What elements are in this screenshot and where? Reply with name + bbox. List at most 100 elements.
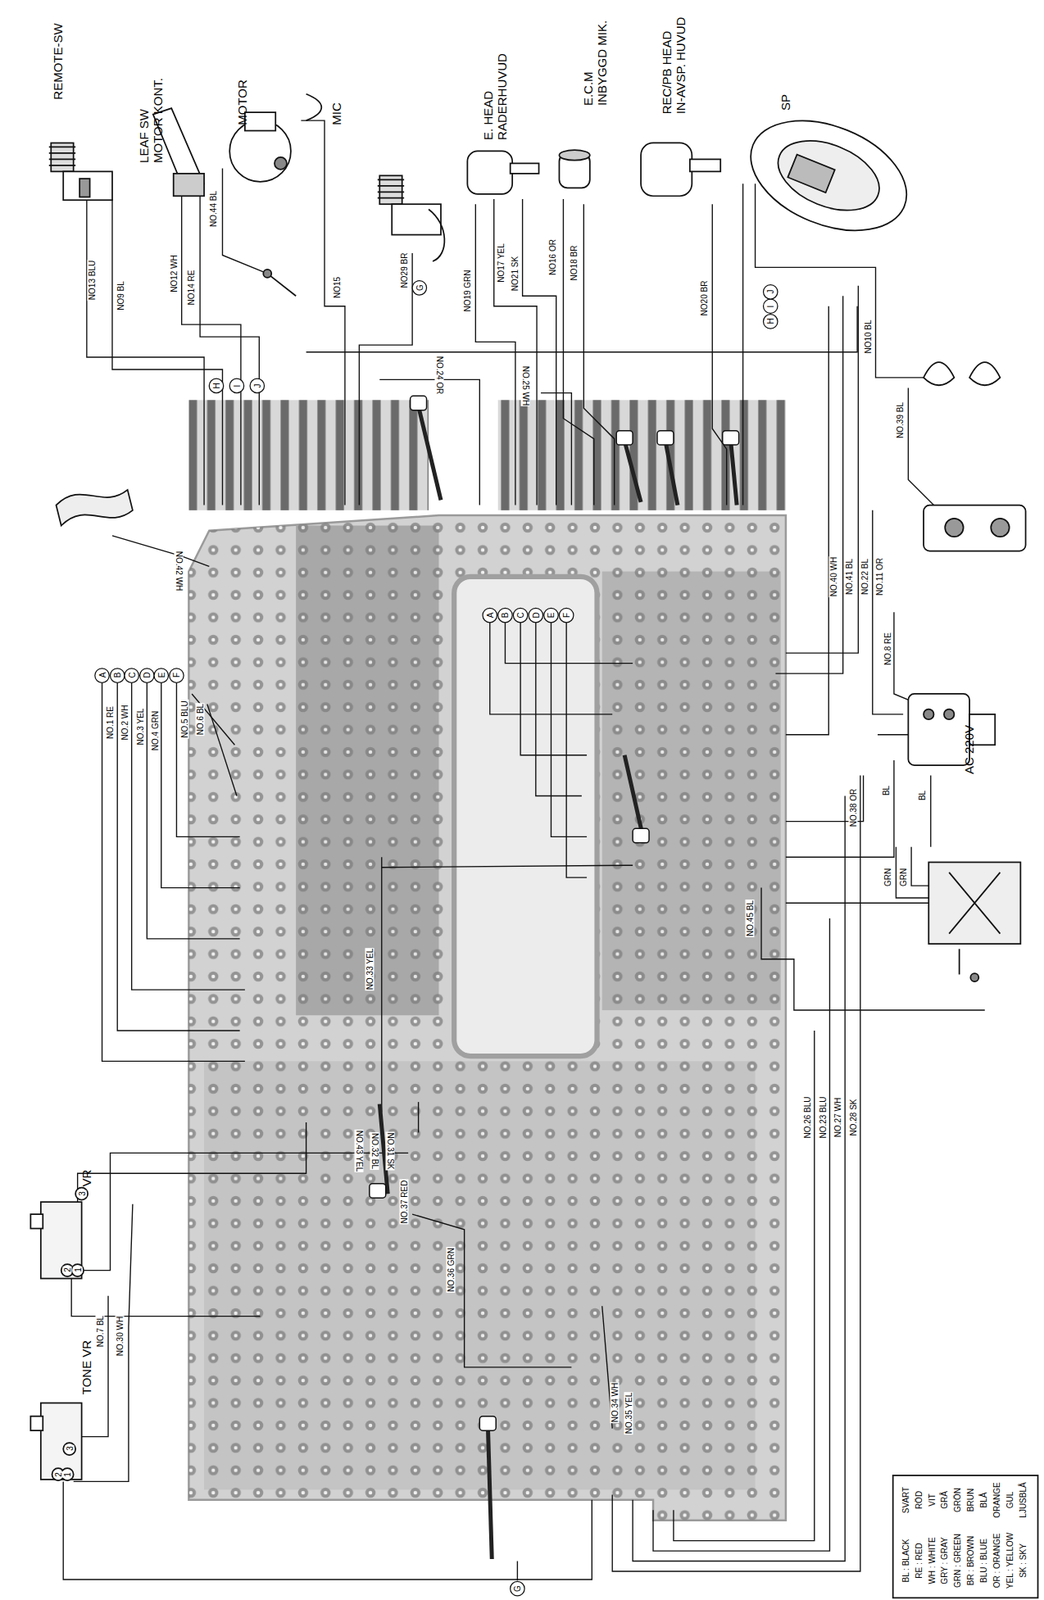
wire-label: NO.6 BL <box>195 703 205 736</box>
wire-label: NO.40 WH <box>829 555 839 597</box>
connector-letter: B <box>113 671 123 680</box>
label-text: REMOTE-SW <box>50 22 65 100</box>
label-text: REC/PB HEAD <box>659 16 674 114</box>
wire-label: NO.24 OR <box>434 355 444 396</box>
label-text: E. HEAD <box>481 53 495 141</box>
connector-letter: G <box>414 283 424 292</box>
connector-letter: A <box>485 612 495 620</box>
connector-letter: F <box>172 671 182 679</box>
pin-number: 2 <box>53 1471 63 1479</box>
label-text: IN-AVSP. HUVUD <box>673 16 688 114</box>
connector-letter: E <box>546 612 556 620</box>
pin-number: 3 <box>64 1446 74 1453</box>
legend-cell: YEL : YELLOW <box>1005 1532 1015 1590</box>
connector-letter: I <box>231 383 241 388</box>
wire-label: NO.26 BLU <box>803 1095 813 1140</box>
wire-label: NO.39 BL <box>895 401 905 440</box>
component-label: REC/PB HEADIN-AVSP. HUVUD <box>659 16 689 114</box>
wire-label: NO.25 WH <box>521 365 531 407</box>
component-label: SP <box>778 94 793 111</box>
wire-label: NO.7 BL <box>95 1315 105 1349</box>
wire-label: NO.34 WH <box>609 1382 619 1424</box>
label-text: RADERHUVUD <box>494 53 509 141</box>
legend-cell: LJUSBLÅ <box>1018 1481 1028 1519</box>
connector-letter: C <box>516 611 526 619</box>
letter-circles <box>95 281 778 1597</box>
wire-label: NO.33 YEL <box>364 948 374 991</box>
wire-label: NO.43 YEL <box>354 1130 364 1173</box>
pin-number: 1 <box>63 1471 73 1479</box>
connector-letter: D <box>531 611 541 619</box>
pcb <box>188 399 786 1521</box>
cable-sleeves <box>369 395 740 1431</box>
legend-cell: RE : RED <box>913 1543 923 1580</box>
wire-label: NO.3 YEL <box>135 707 145 746</box>
wire-label: NO.42 WH <box>173 550 183 592</box>
label-text: MOTOR <box>236 79 250 126</box>
wire-label: NO.28 SK <box>848 1098 858 1137</box>
component-label: VR <box>79 1170 94 1188</box>
legend-cell: BR : BROWN <box>966 1535 976 1588</box>
wire-label: NO.11 OR <box>875 557 885 597</box>
legend-cell: GRY : GRAY <box>939 1537 949 1586</box>
pin-number: 3 <box>77 1190 87 1198</box>
components <box>30 94 1038 1599</box>
wire-label: NO.5 BLU <box>180 699 190 740</box>
wire-label: NO.1 RE <box>105 705 115 740</box>
connector-letter: C <box>127 671 137 680</box>
legend-cell: ORANGE <box>992 1481 1002 1519</box>
wire-label: NO15 <box>331 276 341 300</box>
wire-label: NO.27 WH <box>833 1096 843 1138</box>
legend-cell: RÖD <box>913 1490 923 1511</box>
connector-letter: H <box>766 317 776 326</box>
wire-label: NO29 BR <box>399 252 409 290</box>
label-text: MOTOR KONT. <box>150 77 165 164</box>
wire-label: NO.2 WH <box>119 703 129 741</box>
legend-cell: BRUN <box>966 1488 976 1513</box>
wire-label: NO10 BL <box>862 318 872 355</box>
wire-label: BL <box>880 785 890 797</box>
label-text: E.C.M <box>581 20 595 106</box>
connector-letter: F <box>562 612 572 619</box>
wire-label: NO.23 BLU <box>817 1095 827 1140</box>
component-label: MIC <box>329 103 344 127</box>
wire-label: NO16 OR <box>547 238 557 277</box>
pin-number: 1 <box>72 1267 82 1275</box>
legend-cell: GRÖN <box>953 1487 963 1514</box>
legend-cell: SK : SKY <box>1018 1543 1028 1580</box>
legend-cell: SVART <box>900 1485 910 1514</box>
wire-label: NO14 RE <box>186 269 196 307</box>
connector-letter: B <box>500 612 510 620</box>
legend-cell: VIT <box>926 1493 936 1508</box>
wire-label: NO.4 GRN <box>150 710 160 752</box>
connector-letter: J <box>252 382 262 389</box>
legend-cell: BLÅ <box>979 1491 989 1509</box>
connector-letter: E <box>156 671 166 680</box>
legend-cell: GRN : GREEN <box>953 1533 963 1589</box>
component-label: LEAF SWMOTOR KONT. <box>136 77 166 164</box>
wire-label: BL <box>916 789 926 802</box>
connector-letter: H <box>212 381 222 390</box>
legend-cell: WH : WHITE <box>926 1537 936 1586</box>
legend-cell: BL : BLACK <box>900 1538 910 1585</box>
wire-label: NO.35 YEL <box>624 1392 634 1435</box>
label-text: MIC <box>329 103 344 127</box>
wire-label: NO21 SK <box>509 255 519 292</box>
label-text: TONE VR <box>79 1340 94 1395</box>
connector-letter: D <box>142 671 152 680</box>
wire-label: NO.36 GRN <box>446 1248 456 1294</box>
label-text: INBYGGD MIK. <box>594 20 609 106</box>
wire-label: GRN <box>898 867 908 888</box>
component-label: E.C.MINBYGGD MIK. <box>581 20 610 106</box>
wire-label: NO12 WH <box>168 254 178 294</box>
connector-letter: A <box>97 671 107 680</box>
label-text: SP <box>778 94 793 111</box>
connector-letter: I <box>766 304 776 309</box>
connector-letter: G <box>512 1584 522 1594</box>
wire-label: NO17 YEL <box>496 242 506 284</box>
component-label: E. HEADRADERHUVUD <box>481 53 510 141</box>
component-label: AC 220V <box>962 725 976 775</box>
wire-label: NO.32 BL <box>370 1132 380 1171</box>
